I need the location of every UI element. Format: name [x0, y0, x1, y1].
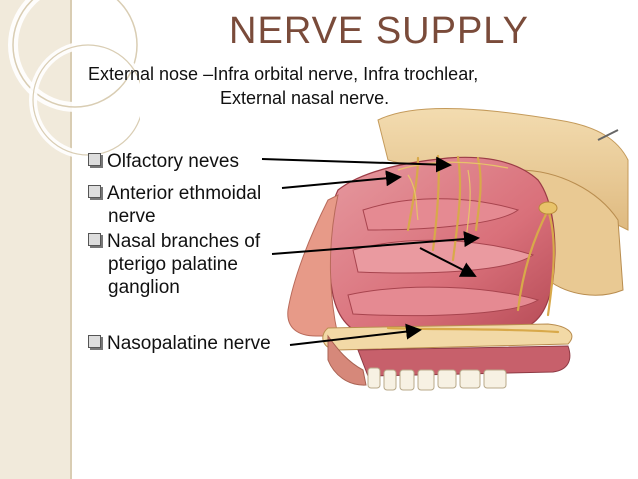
bullet-text-cont: nerve [108, 206, 156, 227]
bullet-text: Nasopalatine nerve [107, 333, 271, 354]
bullet-nasopalatine: Nasopalatine nerve [88, 332, 271, 355]
bullet-text: Anterior ethmoidal [107, 183, 262, 204]
bullet-text: Olfactory neves [107, 151, 239, 172]
side-panel-divider [70, 0, 72, 479]
checkbox-bullet-icon [88, 153, 101, 166]
checkbox-bullet-icon [88, 185, 101, 198]
nasal-cavity-illustration [287, 107, 629, 391]
bullet-nasal-branches: Nasal branches of pterigo palatine gangl… [88, 230, 260, 299]
checkbox-bullet-icon [88, 233, 101, 246]
page-title: NERVE SUPPLY [229, 10, 529, 52]
bullet-text: Nasal branches of [107, 231, 261, 252]
checkbox-bullet-icon [88, 335, 101, 348]
bullet-text-cont: ganglion [108, 277, 180, 298]
bullet-text-cont: pterigo palatine [108, 254, 238, 275]
bullet-anterior-ethmoidal: Anterior ethmoidal nerve [88, 182, 261, 228]
external-nose-line-1: External nose –Infra orbital nerve, Infr… [88, 64, 479, 84]
external-nose-line-2: External nasal nerve. [220, 88, 390, 108]
bullet-olfactory: Olfactory neves [88, 150, 239, 173]
